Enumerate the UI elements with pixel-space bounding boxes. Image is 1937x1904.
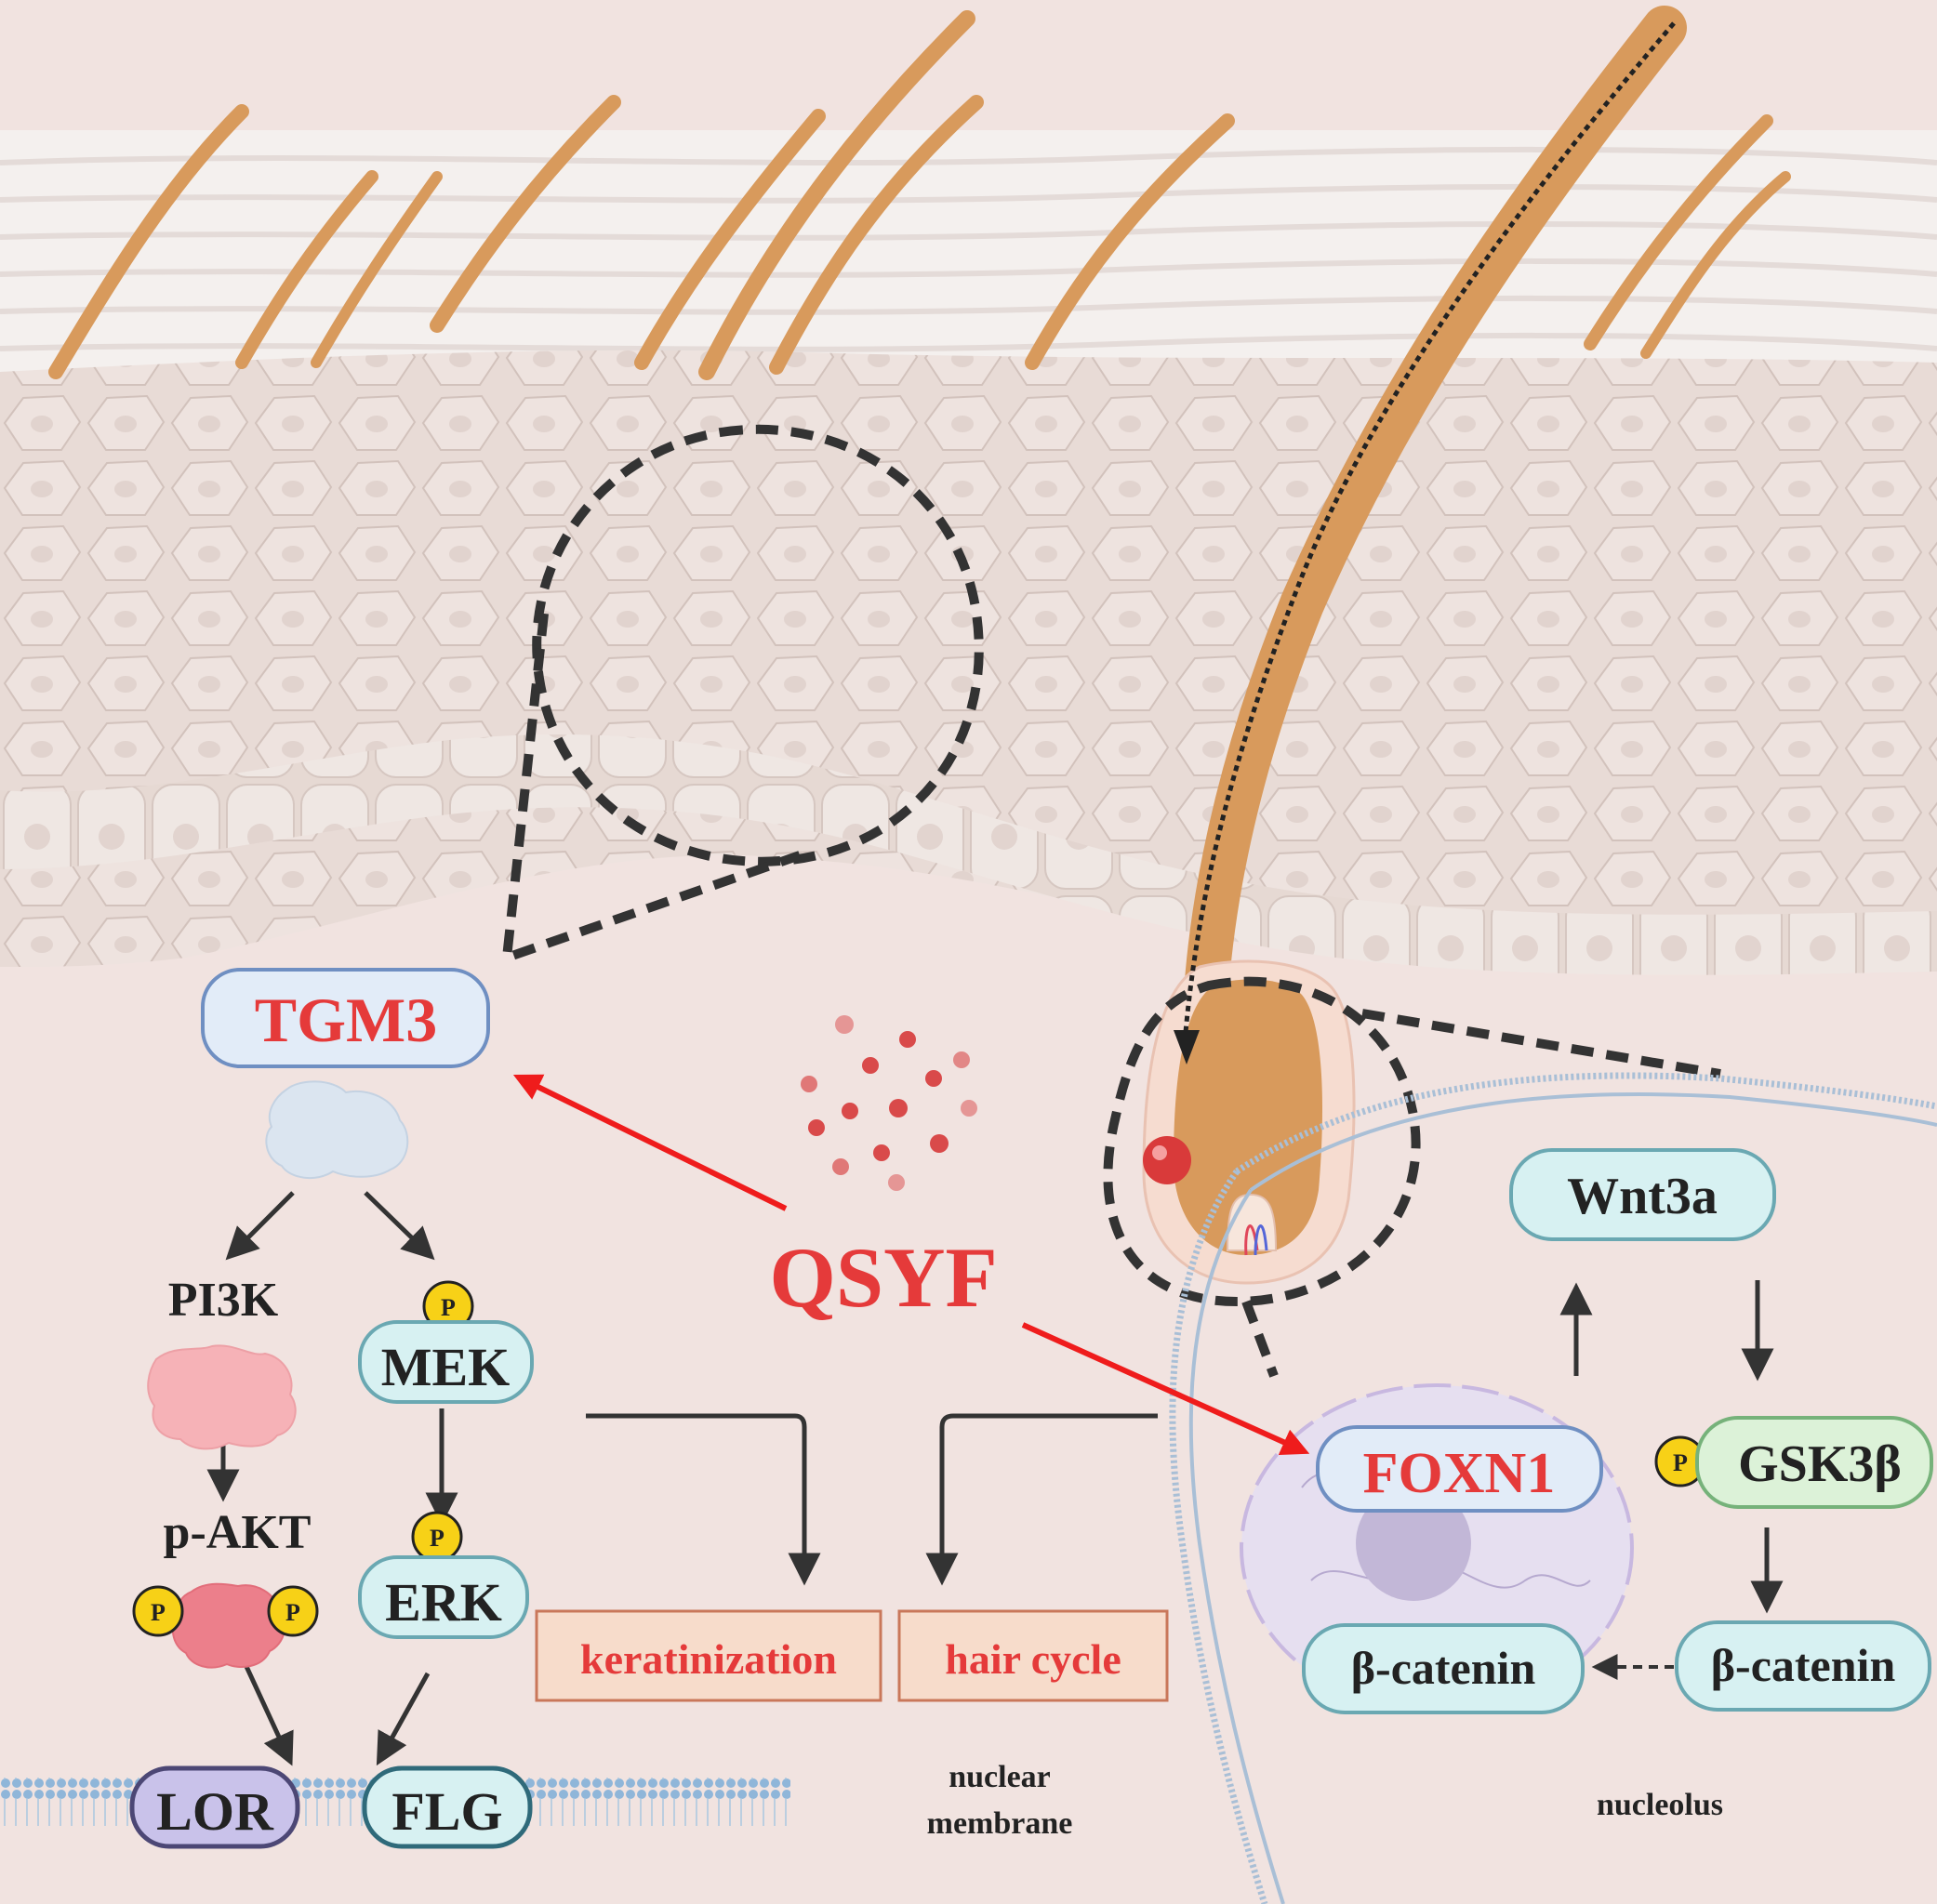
- nucleolus-label: nucleolus: [1597, 1788, 1723, 1822]
- sebaceous-droplet-highlight: [1152, 1145, 1167, 1160]
- pi3k-label: PI3K: [168, 1274, 279, 1327]
- flg-label: FLG: [391, 1781, 502, 1842]
- phospho-label: P: [285, 1599, 300, 1626]
- arrow-qsyf-to-foxn1: [1021, 1322, 1310, 1456]
- arrow-qsyf-to-tgm3: [512, 1074, 788, 1211]
- dotted-arrow-head: [1174, 1030, 1200, 1064]
- tgm3-protein-shape: [265, 1080, 409, 1180]
- mek-pill: [358, 1320, 534, 1404]
- magnifier-follicle: [1103, 976, 1721, 1378]
- phospho-icon-akt-right: [267, 1585, 319, 1637]
- qsyf-label: QSYF: [769, 1230, 997, 1325]
- nuclear-membrane-label-line2: membrane: [927, 1806, 1073, 1841]
- dermal-papilla: [1226, 1193, 1278, 1251]
- phospho-label: P: [430, 1525, 444, 1552]
- cell-membrane-outer: [1235, 1072, 1937, 1174]
- dotted-arrow-along-hair: [1183, 21, 1676, 1033]
- magnifier-epidermis: [501, 424, 984, 965]
- tgm3-pill: [201, 968, 490, 1068]
- blood-vessel-vein: [1254, 1224, 1268, 1256]
- b-catenin-cytoplasmic-label: β-catenin: [1711, 1639, 1896, 1691]
- phospho-groups: [132, 1280, 1706, 1637]
- p-akt-protein-shape: [171, 1582, 286, 1669]
- pi3k-protein-shape: [147, 1344, 297, 1450]
- erk-pill: [358, 1555, 529, 1639]
- hair-bulb: [1174, 979, 1323, 1255]
- wnt3a-pill: [1509, 1148, 1776, 1241]
- b-catenin-cytoplasmic-pill: [1675, 1620, 1931, 1712]
- epidermis-basal-layer: [0, 734, 1937, 975]
- mek-label: MEK: [381, 1337, 511, 1397]
- phospho-label: P: [1673, 1449, 1688, 1476]
- hair-shafts: [48, 10, 1791, 380]
- erk-label: ERK: [385, 1572, 502, 1633]
- phospho-icon-akt-left: [132, 1585, 184, 1637]
- cell-membrane-outer-left: [1169, 1169, 1268, 1904]
- lor-pill: [129, 1765, 300, 1849]
- b-catenin-nuclear-label: β-catenin: [1351, 1642, 1536, 1694]
- tgm3-label: TGM3: [255, 985, 437, 1055]
- cell-membrane-inner: [1249, 1091, 1937, 1192]
- keratinization-box: [535, 1609, 882, 1702]
- text-labels: TGM3 QSYF PI3K p-AKT MEK ERK LOR FLG ker…: [156, 985, 1902, 1842]
- gsk3b-pill: [1695, 1416, 1933, 1509]
- qsyf-particles: [801, 1015, 977, 1191]
- gsk3b-label: GSK3β: [1738, 1435, 1902, 1493]
- sebaceous-droplet: [1143, 1136, 1191, 1184]
- protein-pills: [129, 968, 1933, 1849]
- wnt3a-label: Wnt3a: [1567, 1168, 1718, 1225]
- phospho-label: P: [441, 1294, 456, 1321]
- b-catenin-nuclear-pill: [1302, 1623, 1585, 1714]
- keratinization-label: keratinization: [580, 1635, 837, 1683]
- foxn1-label: FOXN1: [1363, 1442, 1556, 1505]
- foxn1-pill: [1316, 1425, 1603, 1513]
- cell-membrane-inner-left: [1188, 1188, 1285, 1904]
- nucleolus-body: [1356, 1486, 1471, 1601]
- flg-pill: [362, 1765, 533, 1849]
- epidermis-spinous-layer: [0, 350, 1937, 967]
- hair-cycle-label: hair cycle: [945, 1635, 1121, 1683]
- phospho-label: P: [151, 1599, 166, 1626]
- hair-cycle-box: [897, 1609, 1169, 1702]
- nuclear-membrane-label-line1: nuclear: [949, 1760, 1051, 1794]
- lor-label: LOR: [156, 1781, 274, 1842]
- p-akt-label: p-AKT: [164, 1506, 312, 1559]
